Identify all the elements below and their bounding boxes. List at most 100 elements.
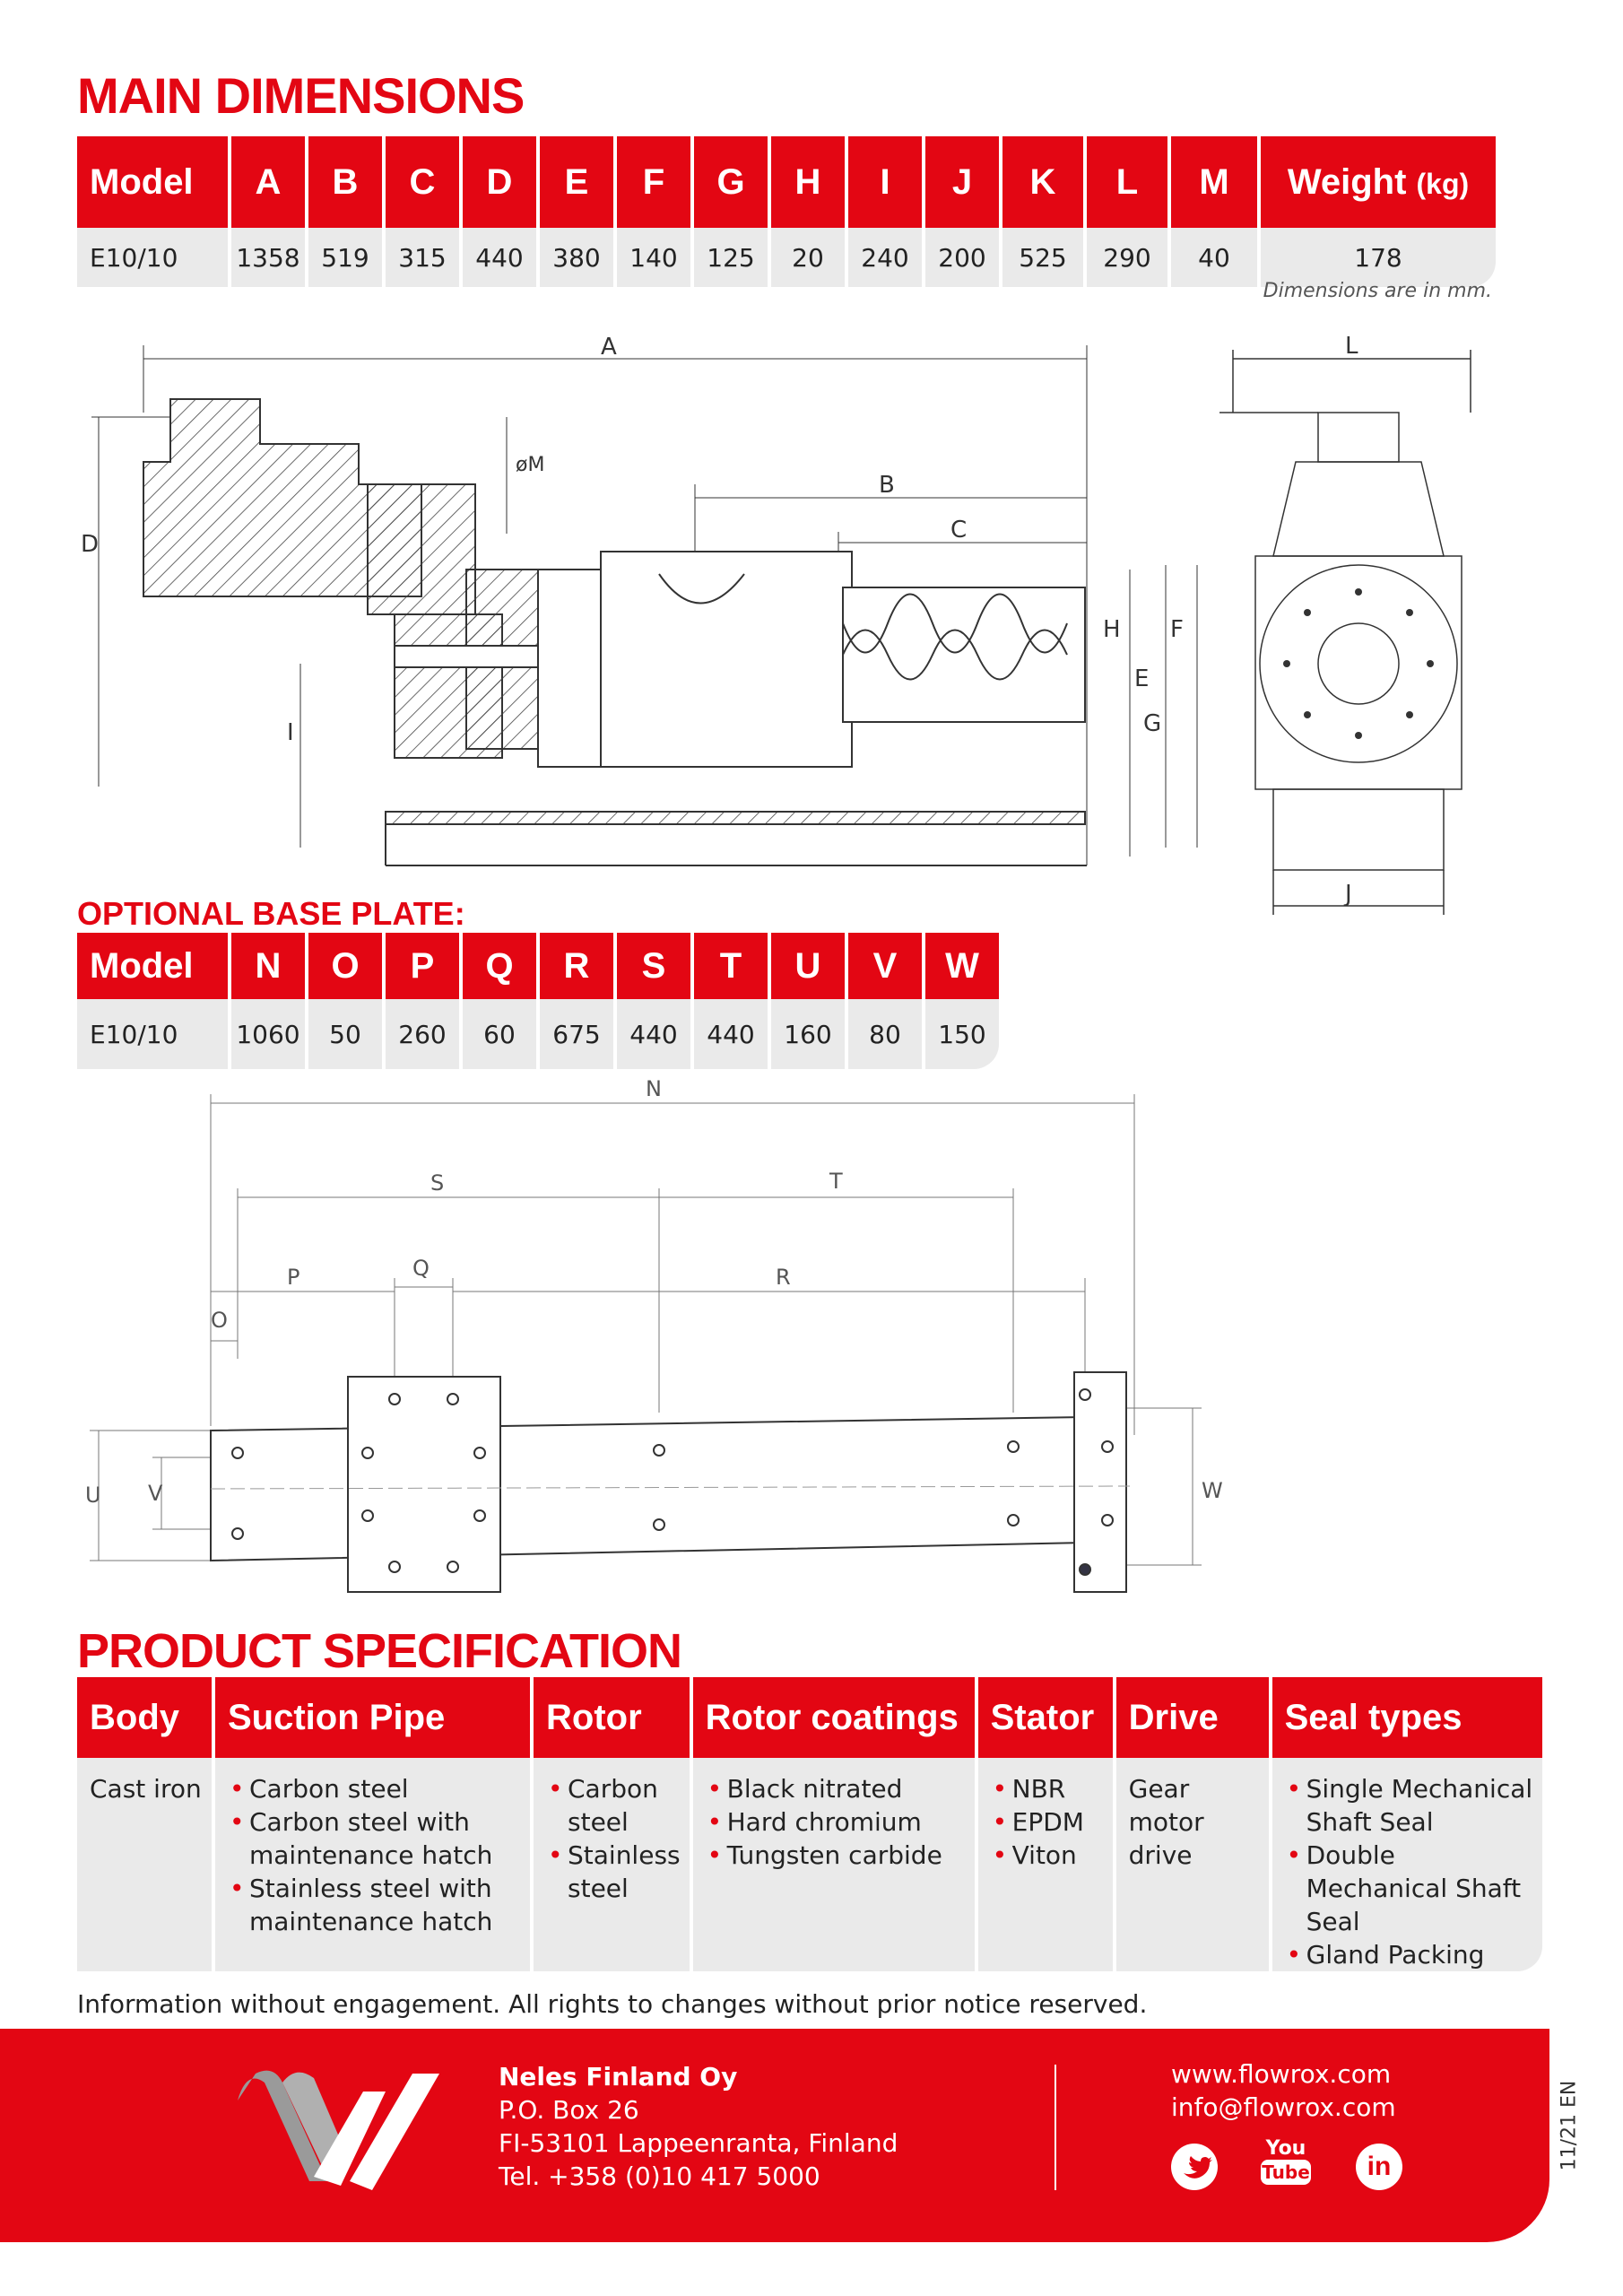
youtube-top-text: You [1265, 2137, 1306, 2160]
table-header-row: Model A B C D E F G H I J K L M Weight (… [77, 136, 1496, 228]
header-f: F [617, 136, 690, 228]
header-n: N [231, 933, 305, 999]
cell-p: 260 [386, 999, 459, 1069]
list-item: Stainless steel [546, 1839, 681, 1905]
cell-suction-pipe: Carbon steel Carbon steel with maintenan… [215, 1758, 530, 1971]
header-v: V [848, 933, 922, 999]
cell-g: 125 [694, 228, 768, 287]
list-item: Viton [991, 1839, 1104, 1872]
weight-label: Weight [1287, 161, 1407, 202]
label-d: D [81, 531, 99, 558]
label-f: F [1170, 616, 1184, 643]
label-e: E [1134, 665, 1149, 692]
footer-email[interactable]: info@flowrox.com [1171, 2092, 1396, 2122]
header-c: C [386, 136, 459, 228]
table-header-row: Body Suction Pipe Rotor Rotor coatings S… [77, 1677, 1542, 1758]
main-dimensions-table: Model A B C D E F G H I J K L M Weight (… [74, 136, 1499, 287]
cell-model: E10/10 [77, 999, 228, 1069]
header-r: R [540, 933, 613, 999]
header-model: Model [77, 136, 228, 228]
header-model: Model [77, 933, 228, 999]
header-stator: Stator [977, 1677, 1113, 1758]
label-v: V [148, 1481, 163, 1506]
cell-t: 440 [694, 999, 768, 1069]
label-a: A [601, 334, 617, 361]
list-item: Carbon steel [546, 1772, 681, 1839]
footer-company: Neles Finland Oy [499, 2062, 738, 2092]
cell-a: 1358 [231, 228, 305, 287]
cell-rotor: Carbon steel Stainless steel [534, 1758, 690, 1971]
header-b: B [308, 136, 382, 228]
youtube-icon[interactable]: You Tube [1261, 2138, 1311, 2194]
label-n: N [646, 1076, 662, 1101]
cell-u: 160 [771, 999, 845, 1069]
label-j: J [1343, 881, 1352, 908]
cell-q: 60 [463, 999, 536, 1069]
header-s: S [617, 933, 690, 999]
list-item: NBR [991, 1772, 1104, 1805]
cell-d: 440 [463, 228, 536, 287]
label-i: I [287, 719, 294, 746]
label-q: Q [412, 1256, 430, 1281]
cell-stator: NBR EPDM Viton [977, 1758, 1113, 1971]
cell-s: 440 [617, 999, 690, 1069]
disclaimer: Information without engagement. All righ… [77, 1989, 1148, 2019]
header-w: W [925, 933, 999, 999]
list-item: Carbon steel [228, 1772, 521, 1805]
table-header-row: Model N O P Q R S T U V W [77, 933, 999, 999]
header-a: A [231, 136, 305, 228]
flowrox-logo [238, 2070, 439, 2190]
youtube-bottom-text: Tube [1261, 2160, 1311, 2185]
linkedin-icon[interactable]: in [1356, 2144, 1402, 2190]
main-dimensions-title: MAIN DIMENSIONS [77, 67, 525, 124]
header-i: I [848, 136, 922, 228]
cell-h: 20 [771, 228, 845, 287]
cell-seal-types: Single Mechanical Shaft Seal Double Mech… [1271, 1758, 1542, 1971]
header-o: O [308, 933, 382, 999]
label-c: C [950, 517, 967, 544]
list-item: Carbon steel with maintenance hatch [228, 1805, 521, 1872]
header-body: Body [77, 1677, 212, 1758]
label-w: W [1202, 1478, 1223, 1503]
list-item: EPDM [991, 1805, 1104, 1839]
twitter-icon[interactable] [1171, 2144, 1218, 2190]
header-suction-pipe: Suction Pipe [215, 1677, 530, 1758]
header-u: U [771, 933, 845, 999]
document-code: 11/21 EN [1551, 2054, 1587, 2197]
cell-drive: Gear motor drive [1115, 1758, 1269, 1971]
header-d: D [463, 136, 536, 228]
cell-body: Cast iron [77, 1758, 212, 1971]
base-plate-title: OPTIONAL BASE PLATE: [77, 895, 465, 932]
cell-b: 519 [308, 228, 382, 287]
label-t: T [829, 1169, 843, 1194]
header-t: T [694, 933, 768, 999]
weight-unit: (kg) [1416, 167, 1470, 200]
footer-website[interactable]: www.flowrox.com [1171, 2059, 1392, 2089]
header-rotor-coatings: Rotor coatings [692, 1677, 975, 1758]
footer-phone: Tel. +358 (0)10 417 5000 [499, 2161, 820, 2191]
label-p: P [287, 1265, 299, 1290]
header-p: P [386, 933, 459, 999]
table-row: Cast iron Carbon steel Carbon steel with… [77, 1758, 1542, 1971]
label-u: U [85, 1483, 101, 1508]
product-spec-title: PRODUCT SPECIFICATION [77, 1624, 682, 1678]
footer-bar: Neles Finland Oy P.O. Box 26 FI-53101 La… [0, 2029, 1549, 2242]
list-item: Stainless steel with maintenance hatch [228, 1872, 521, 1938]
pump-side-view-drawing: A B C D I øM H E F G [81, 334, 1237, 919]
list-item: Black nitrated [706, 1772, 966, 1805]
label-l: L [1345, 333, 1358, 360]
label-s: S [430, 1170, 444, 1196]
linkedin-text: in [1367, 2152, 1392, 2181]
product-spec-table: Body Suction Pipe Rotor Rotor coatings S… [74, 1677, 1546, 1971]
table-row: E10/10 1358 519 315 440 380 140 125 20 2… [77, 228, 1496, 287]
cell-o: 50 [308, 999, 382, 1069]
header-j: J [925, 136, 999, 228]
label-g: G [1143, 710, 1161, 737]
header-q: Q [463, 933, 536, 999]
cell-i: 240 [848, 228, 922, 287]
cell-m: 40 [1171, 228, 1257, 287]
label-o: O [211, 1308, 228, 1333]
cell-e: 380 [540, 228, 613, 287]
list-item: Gland Packing [1285, 1938, 1533, 1971]
header-weight: Weight (kg) [1261, 136, 1496, 228]
